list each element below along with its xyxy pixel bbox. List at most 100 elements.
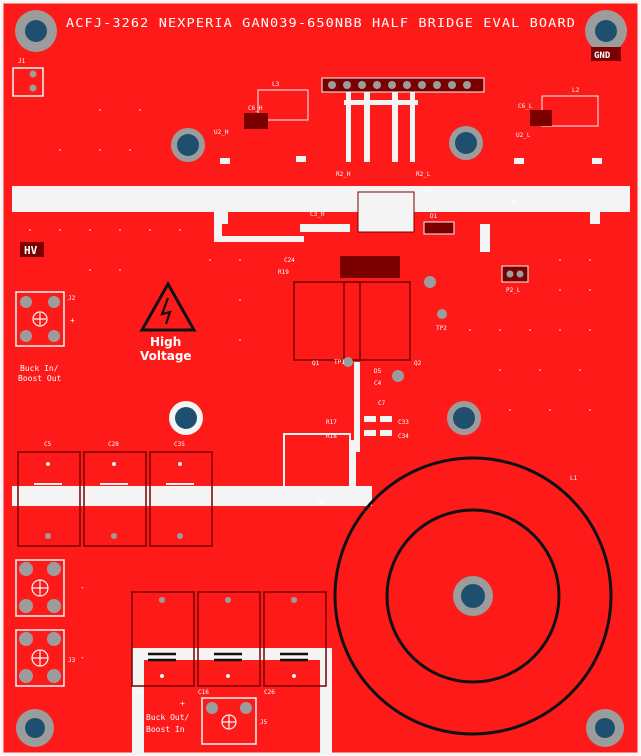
j3-connector <box>15 629 65 687</box>
c28-capacitor <box>83 451 147 547</box>
p2l-pin-1 <box>506 270 514 278</box>
board-title: ACFJ-3262 NEXPERIA GAN039-650NBB HALF BR… <box>66 16 576 30</box>
j5-connector <box>201 697 257 745</box>
small-parts-cluster <box>340 256 400 278</box>
buck-out-label: Buck Out/ <box>146 713 190 722</box>
u2h-ref: U2_H <box>214 129 229 136</box>
drive-traces <box>214 212 490 252</box>
sense-resistor-block <box>283 433 351 501</box>
j2-connector <box>15 291 65 347</box>
high-voltage-warning-icon <box>139 280 197 332</box>
c3h-ref: C3_H <box>310 211 325 218</box>
buck-in-label: Buck In/ <box>20 364 59 373</box>
u1d-driver-ic <box>357 191 415 233</box>
tp1-ref: TP1 <box>334 359 345 366</box>
c35-ref: C35 <box>174 441 185 448</box>
c24-ref: C24 <box>284 257 295 264</box>
j1-ref: J1 <box>18 58 26 65</box>
d5-ref: D5 <box>374 368 382 375</box>
r17-ref: R17 <box>326 419 337 426</box>
via-field <box>29 109 591 411</box>
boost-out-label: Boost Out <box>18 374 62 383</box>
gnd-label: GND <box>594 51 611 61</box>
tp1-testpoint <box>343 357 353 367</box>
switch-node-trace <box>350 362 360 500</box>
j7-minus: - <box>80 583 85 592</box>
mount-hole-top-right <box>585 10 627 52</box>
c33-ref: C33 <box>398 419 409 426</box>
j3-ref: J3 <box>68 657 76 664</box>
c22-capacitor <box>131 591 195 687</box>
mount-hole-right <box>449 126 483 160</box>
c7-ref: C7 <box>378 400 386 407</box>
j1-pin-2 <box>29 84 37 92</box>
isolation-band-lower <box>132 648 332 754</box>
high-label: High <box>150 335 181 349</box>
c16-ref: C16 <box>198 689 209 696</box>
p2l-header <box>501 265 529 283</box>
mount-hole-mid-right <box>447 401 481 435</box>
u2l-ref: U2_L <box>516 132 531 139</box>
j3-minus: - <box>80 653 85 662</box>
r4-ref: R4 <box>318 499 326 506</box>
r18-ref: R18 <box>326 433 337 440</box>
u1d-ref: U1D <box>422 187 433 194</box>
j1-pin-1 <box>29 70 37 78</box>
q1-ref: Q1 <box>312 360 320 367</box>
j2-ref: J2 <box>68 295 76 302</box>
mount-hole-bottom-left <box>16 709 54 747</box>
c4-ref: C4 <box>374 380 382 387</box>
c6h-ref: C6_H <box>248 105 263 112</box>
d1-ref: D1 <box>430 213 438 220</box>
d1-diode <box>423 221 455 235</box>
l1-ref: L1 <box>570 475 578 482</box>
r2h-ref: R2_H <box>336 171 351 178</box>
hv-label: HV <box>24 244 38 257</box>
r8-ref: R8 <box>510 199 518 206</box>
p2l-ref: P2_L <box>506 287 521 294</box>
l3-ref: L3 <box>272 81 280 88</box>
p1-pins <box>328 81 471 89</box>
mount-hole-center <box>169 401 203 435</box>
c6l-cap <box>530 110 552 126</box>
band-pads <box>220 156 602 224</box>
mount-hole-bottom-right <box>586 709 624 747</box>
j1-connector <box>12 67 44 97</box>
j7-connector <box>15 559 65 617</box>
c26-capacitor <box>263 591 327 687</box>
c26-ref: C26 <box>264 689 275 696</box>
j4-testpoint <box>424 276 436 288</box>
q1-transistor <box>293 281 361 361</box>
p2l-pin-2 <box>516 270 524 278</box>
r2l-ref: R2_L <box>416 171 431 178</box>
l1-toroid-inductor <box>333 456 613 736</box>
snubber-parts <box>364 416 392 436</box>
q2-transistor <box>343 281 411 361</box>
j6-testpoint <box>392 370 404 382</box>
c6l-ref: C6_L <box>518 103 533 110</box>
boost-in-label: Boost In <box>146 725 185 734</box>
q2-ref: Q2 <box>414 360 422 367</box>
isolation-band-top <box>12 186 630 212</box>
c5-ref: C5 <box>44 441 52 448</box>
c28-ref: C28 <box>108 441 119 448</box>
gate-traces <box>344 92 418 162</box>
c5-capacitor <box>17 451 81 547</box>
mount-hole-top-left <box>15 10 57 52</box>
j2-plus: + <box>70 316 75 325</box>
hv-label-box <box>20 242 44 257</box>
gnd-label-box <box>591 47 621 61</box>
j5-plus: + <box>180 699 185 708</box>
tp2-ref: TP2 <box>436 325 447 332</box>
voltage-label: Voltage <box>140 349 192 363</box>
c34-ref: C34 <box>398 433 409 440</box>
l2-ref: L2 <box>572 87 580 94</box>
c16-capacitor <box>197 591 261 687</box>
r19-ref: R19 <box>278 269 289 276</box>
c22-ref: C22 <box>132 689 143 696</box>
mount-hole-left <box>171 128 205 162</box>
c6h-cap <box>244 113 268 129</box>
l3-inductor <box>257 89 309 121</box>
